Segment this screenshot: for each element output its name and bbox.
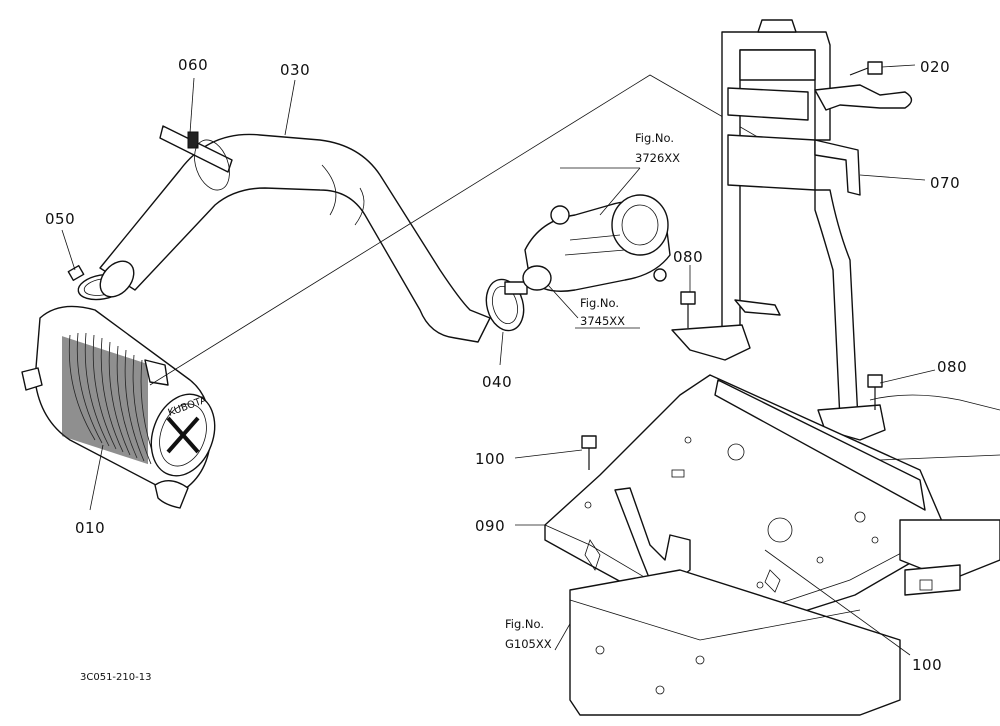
support-frame <box>671 19 913 441</box>
label-080-lower: 080 <box>937 358 967 376</box>
label-070: 070 <box>930 174 960 192</box>
label-050: 050 <box>45 210 75 228</box>
hose-band-060 <box>159 125 233 191</box>
fig-ref-3726-line1: Fig.No. <box>635 131 674 145</box>
air-cleaner-assembly: KUBOTA <box>21 305 216 509</box>
fig-ref-g105-line1: Fig.No. <box>505 617 544 631</box>
intake-hose-030 <box>99 133 491 343</box>
label-100-right: 100 <box>912 656 942 674</box>
figure-ref-g105: Fig.No. G105XX <box>505 617 552 651</box>
figure-ref-3726: Fig.No. 3726XX <box>635 131 680 165</box>
label-100-left: 100 <box>475 450 505 468</box>
figure-ref-3745: Fig.No. 3745XX <box>580 296 625 328</box>
label-040: 040 <box>482 373 512 391</box>
filter-ribs <box>62 332 159 468</box>
hose-clamp-040 <box>485 278 528 332</box>
bolt-080-right <box>867 374 883 388</box>
fig-ref-3745-line2: 3745XX <box>580 314 625 328</box>
lower-chassis-frame <box>569 394 1000 716</box>
base-plate-090 <box>544 374 951 631</box>
bolt-100-left <box>581 435 597 449</box>
label-060: 060 <box>178 56 208 74</box>
drawing-code: 3C051-210-13 <box>80 672 151 683</box>
label-020: 020 <box>920 58 950 76</box>
label-030: 030 <box>280 61 310 79</box>
fig-ref-3745-line1: Fig.No. <box>580 296 619 310</box>
label-leaders <box>61 64 936 656</box>
label-080-upper: 080 <box>673 248 703 266</box>
bolt-020 <box>867 61 883 75</box>
fig-ref-g105-line2: G105XX <box>505 637 552 651</box>
turbocharger <box>522 194 671 292</box>
bolt-080-left <box>680 291 696 305</box>
label-090: 090 <box>475 517 505 535</box>
label-010: 010 <box>75 519 105 537</box>
fig-ref-3726-line2: 3726XX <box>635 151 680 165</box>
